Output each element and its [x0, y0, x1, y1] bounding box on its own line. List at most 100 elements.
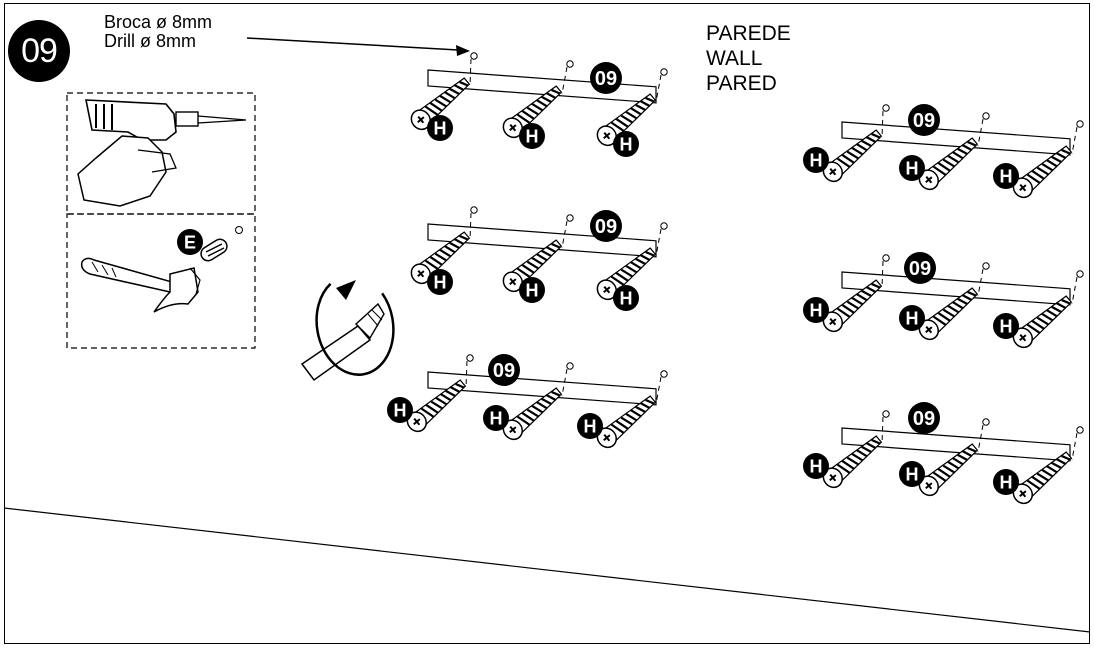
svg-text:H: H	[810, 150, 823, 170]
screw-hole	[882, 410, 890, 418]
svg-text:H: H	[906, 308, 919, 328]
screw-hole	[470, 206, 478, 214]
dowel-part	[200, 226, 243, 262]
screw-hole	[660, 222, 668, 230]
board-edge	[841, 271, 1071, 306]
screw-h-badge: H	[993, 313, 1019, 339]
screw-h-badge: H	[803, 147, 829, 173]
screw-h-badge: H	[993, 469, 1019, 495]
svg-text:09: 09	[595, 216, 617, 238]
screw-hole	[882, 254, 890, 262]
dowel-e-badge: E	[177, 229, 203, 255]
wall-label-en: WALL	[706, 47, 763, 70]
hammer-icon	[80, 257, 201, 313]
svg-text:H: H	[434, 272, 447, 292]
svg-text:H: H	[526, 280, 539, 300]
wall-label-pt: PAREDE	[706, 22, 791, 45]
svg-text:H: H	[584, 416, 597, 436]
screw-h-badge: H	[519, 123, 545, 149]
alignment-line	[655, 228, 662, 257]
screw-hole	[470, 52, 478, 60]
alignment-line	[881, 416, 884, 445]
page-frame	[4, 3, 1090, 644]
board-number-badge: 09	[590, 210, 622, 242]
screw-h-badge: H	[993, 163, 1019, 189]
alignment-line	[655, 376, 662, 405]
alignment-line	[881, 260, 884, 289]
svg-text:H: H	[906, 158, 919, 178]
board-edge	[427, 69, 657, 104]
svg-text:H: H	[1000, 316, 1013, 336]
screw-h-badge: H	[613, 285, 639, 311]
svg-text:H: H	[1000, 472, 1013, 492]
svg-text:09: 09	[493, 360, 515, 382]
screw-h-badge: H	[899, 461, 925, 487]
alignment-line	[561, 66, 568, 95]
board-edge	[427, 371, 657, 406]
screw-h-badge: H	[803, 453, 829, 479]
screw-h-badge: H	[899, 305, 925, 331]
screw-h-badge: H	[519, 277, 545, 303]
svg-text:H: H	[810, 300, 823, 320]
svg-text:H: H	[810, 456, 823, 476]
alignment-line	[655, 74, 662, 103]
svg-text:H: H	[906, 464, 919, 484]
alignment-line	[977, 118, 984, 147]
board-number-badge: 09	[904, 252, 936, 284]
screw-hole	[1076, 120, 1084, 128]
screw-hole	[566, 214, 574, 222]
drill-arrow-head	[456, 45, 470, 56]
screw-hole	[882, 104, 890, 112]
screw-hole	[566, 362, 574, 370]
svg-text:09: 09	[913, 110, 935, 132]
drill-spec-pt: Broca ø 8mm	[104, 12, 213, 32]
svg-text:09: 09	[913, 408, 935, 430]
screw-hole	[1076, 270, 1084, 278]
alignment-line	[1071, 126, 1078, 155]
screw-h-badge: H	[387, 397, 413, 423]
alignment-line	[977, 268, 984, 297]
alignment-line	[561, 220, 568, 249]
screw-hole	[1076, 426, 1084, 434]
alignment-line	[1071, 432, 1078, 461]
svg-text:H: H	[394, 400, 407, 420]
screw-hole	[982, 112, 990, 120]
screw-hole	[982, 262, 990, 270]
alignment-line	[469, 58, 472, 87]
board-number-badge: 09	[908, 104, 940, 136]
svg-text:H: H	[1000, 166, 1013, 186]
svg-text:H: H	[434, 118, 447, 138]
board-number-badge: 09	[590, 62, 622, 94]
hammer-inset-box	[66, 213, 256, 349]
drill-arrow-line	[246, 37, 459, 51]
screw-hole	[982, 418, 990, 426]
rotate-arrow-icon	[315, 274, 395, 376]
board-edge	[841, 121, 1071, 156]
alignment-line	[465, 360, 468, 389]
board-edge	[427, 223, 657, 258]
screw-h-badge: H	[899, 155, 925, 181]
wall-label-es: PARED	[706, 72, 777, 95]
alignment-line	[561, 368, 568, 397]
drill-spec-en: Drill ø 8mm	[104, 31, 196, 51]
board-edge	[841, 427, 1071, 462]
board-number-badge: 09	[908, 402, 940, 434]
screw-hole	[566, 60, 574, 68]
screw-hole	[660, 370, 668, 378]
svg-text:09: 09	[909, 258, 931, 280]
alignment-line	[1071, 276, 1078, 305]
screw-h-badge: H	[427, 115, 453, 141]
step-number-badge: 09	[8, 20, 70, 82]
screwdriver-icon	[300, 302, 385, 382]
alignment-line	[469, 212, 472, 241]
svg-text:09: 09	[595, 68, 617, 90]
screw-h-badge: H	[427, 269, 453, 295]
svg-text:E: E	[184, 232, 196, 252]
floor-line	[3, 507, 1091, 633]
svg-text:H: H	[490, 408, 503, 428]
alignment-line	[881, 110, 884, 139]
alignment-line	[977, 424, 984, 453]
screw-h-badge: H	[613, 131, 639, 157]
